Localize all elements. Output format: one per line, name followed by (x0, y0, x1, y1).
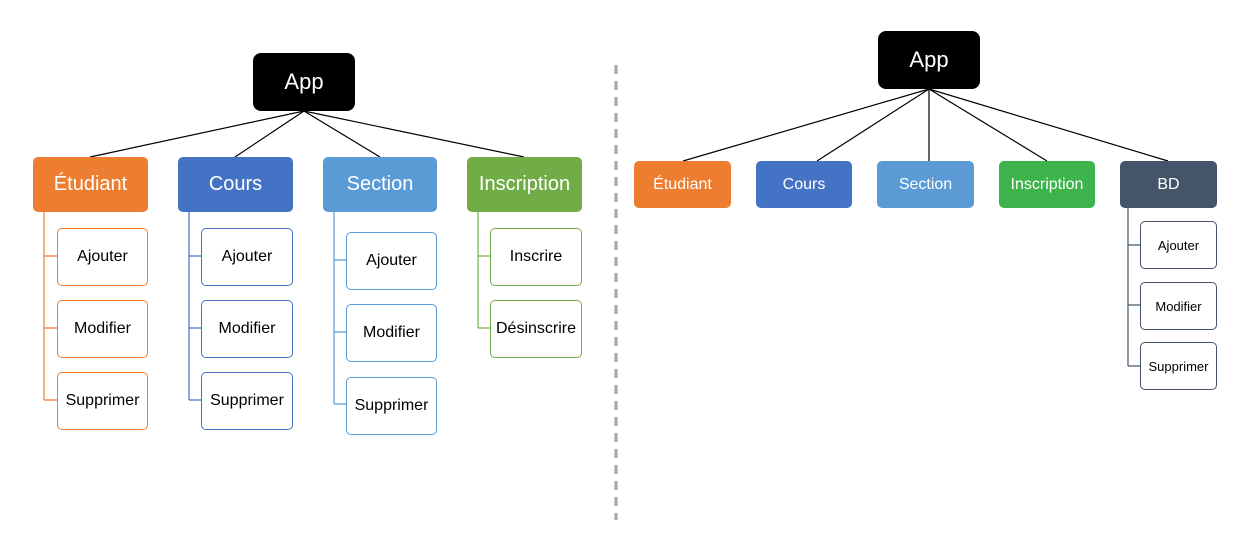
left-etudiant-supprimer: Supprimer (57, 372, 148, 430)
left-etudiant-ajouter: Ajouter (57, 228, 148, 286)
right-inscription-node: Inscription (999, 161, 1095, 208)
right-bd-modifier: Modifier (1140, 282, 1217, 330)
left-cours-node: Cours (178, 157, 293, 212)
left-cours-ajouter: Ajouter (201, 228, 293, 286)
right-bd-ajouter: Ajouter (1140, 221, 1217, 269)
left-section-ajouter: Ajouter (346, 232, 437, 290)
left-inscription-connectors (477, 212, 490, 329)
left-inscription-node: Inscription (467, 157, 582, 212)
right-root-connectors (682, 88, 1169, 162)
left-inscription-inscrire: Inscrire (490, 228, 582, 286)
left-etudiant-connectors (43, 212, 57, 401)
left-etudiant-modifier: Modifier (57, 300, 148, 358)
right-bd-node: BD (1120, 161, 1217, 208)
left-etudiant-node: Étudiant (33, 157, 148, 212)
right-bd-connectors (1127, 208, 1140, 367)
left-cours-modifier: Modifier (201, 300, 293, 358)
left-section-modifier: Modifier (346, 304, 437, 362)
left-root-node: App (253, 53, 355, 111)
left-inscription-desinscrire: Désinscrire (490, 300, 582, 358)
right-section-node: Section (877, 161, 974, 208)
left-cours-supprimer: Supprimer (201, 372, 293, 430)
left-root-connectors (89, 110, 525, 158)
left-section-node: Section (323, 157, 437, 212)
left-section-connectors (333, 212, 346, 405)
left-section-supprimer: Supprimer (346, 377, 437, 435)
right-root-node: App (878, 31, 980, 89)
right-etudiant-node: Étudiant (634, 161, 731, 208)
right-bd-supprimer: Supprimer (1140, 342, 1217, 390)
left-cours-connectors (188, 212, 201, 401)
right-cours-node: Cours (756, 161, 852, 208)
